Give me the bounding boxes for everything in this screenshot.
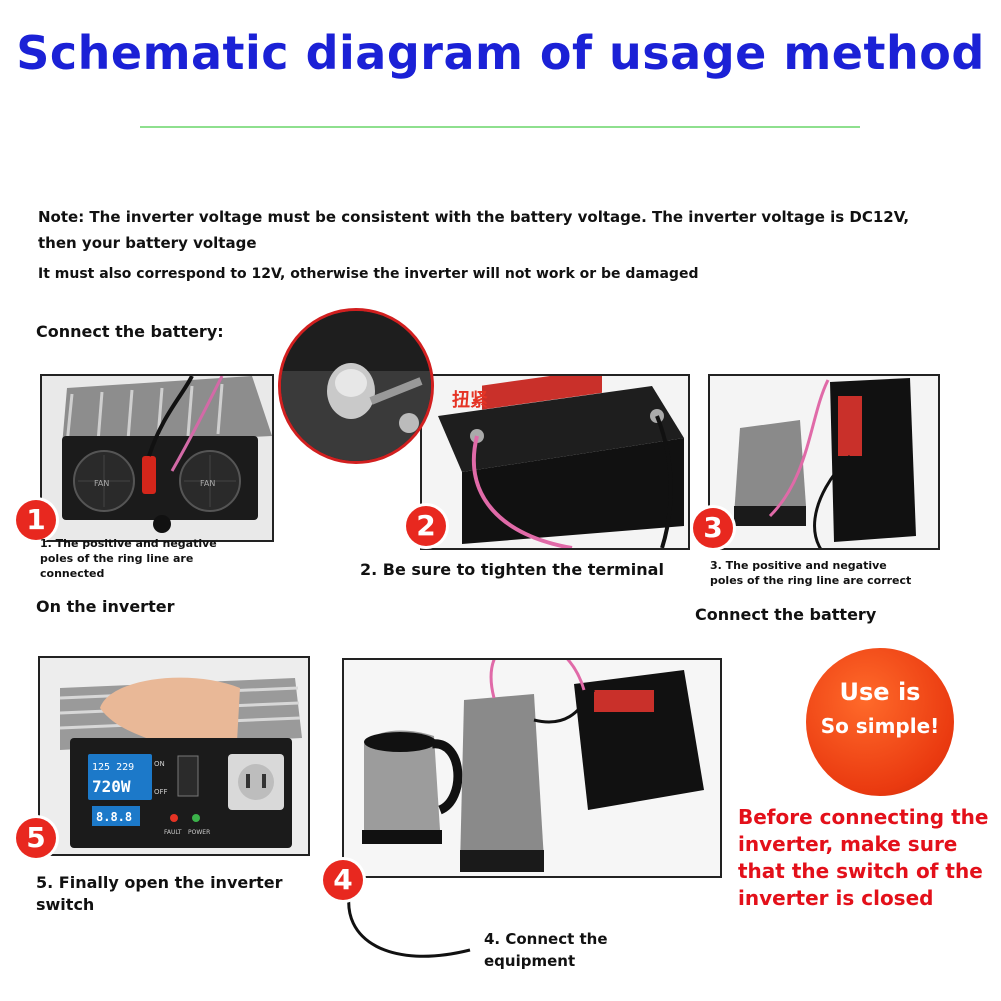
- inverter-battery-illustration: [710, 376, 938, 548]
- display-bottom-text: 8.8.8: [96, 810, 132, 824]
- tighten-text: 扭紧: [452, 389, 488, 411]
- step-5-badge: 5: [16, 818, 56, 858]
- step-3-caption: 3. The positive and negative poles of th…: [710, 559, 912, 587]
- page-title: Schematic diagram of usage method: [16, 26, 985, 80]
- terminal-zoom-illustration: [281, 311, 431, 461]
- inverter-front-photo: 125 229 720W 8.8.8 ON OFF FAULT POWER: [38, 656, 310, 856]
- step-2-badge: 2: [406, 506, 446, 546]
- step-4-caption: 4. Connect the equipment: [484, 930, 608, 970]
- switch-on-text: ON: [154, 760, 165, 768]
- use-is-simple-badge: Use is So simple!: [806, 648, 954, 796]
- led-fault-text: FAULT: [164, 829, 182, 836]
- step-1-badge: 1: [16, 500, 56, 540]
- inverter-front-illustration: 125 229 720W 8.8.8 ON OFF FAULT POWER: [40, 658, 308, 854]
- inverter-rear-illustration: FAN FAN: [42, 376, 272, 540]
- step-4-badge: 4: [323, 860, 363, 900]
- display-mid-text: 720W: [92, 777, 131, 796]
- step-5-caption: 5. Finally open the inverter switch: [36, 873, 283, 914]
- equipment-setup-photo: [342, 658, 722, 878]
- step-3-badge: 3: [693, 508, 733, 548]
- equipment-cable: [347, 889, 471, 958]
- fan-left-text: FAN: [94, 479, 109, 488]
- terminal-zoom-circle: [278, 308, 434, 464]
- switch-off-text: OFF: [154, 788, 168, 796]
- note-line-1: Note: The inverter voltage must be consi…: [38, 208, 910, 226]
- connect-battery-heading: Connect the battery:: [36, 322, 224, 341]
- fan-right-text: FAN: [200, 479, 215, 488]
- battery-illustration: 扭紧: [422, 376, 688, 548]
- step-1-label: On the inverter: [36, 597, 175, 616]
- title-divider: [140, 126, 860, 128]
- simple-line-2: So simple: [820, 714, 931, 738]
- step-1-caption: 1. The positive and negative poles of th…: [40, 537, 217, 580]
- battery-terminal-photo: 扭紧: [420, 374, 690, 550]
- step-3-label: Connect the battery: [695, 605, 877, 624]
- step-2-caption: 2. Be sure to tighten the terminal: [360, 560, 664, 579]
- display-top-text: 125 229: [92, 762, 134, 773]
- inverter-rear-photo: FAN FAN: [40, 374, 274, 542]
- simple-line-1: Use is: [839, 678, 921, 706]
- simple-exclaim: !: [930, 714, 940, 738]
- equipment-setup-illustration: [344, 660, 720, 876]
- note-line-2: then your battery voltage: [38, 234, 257, 252]
- inverter-battery-photo: [708, 374, 940, 550]
- led-power-text: POWER: [188, 829, 210, 836]
- warning-text: Before connecting the inverter, make sur…: [738, 805, 989, 910]
- note-line-3: It must also correspond to 12V, otherwis…: [38, 266, 699, 282]
